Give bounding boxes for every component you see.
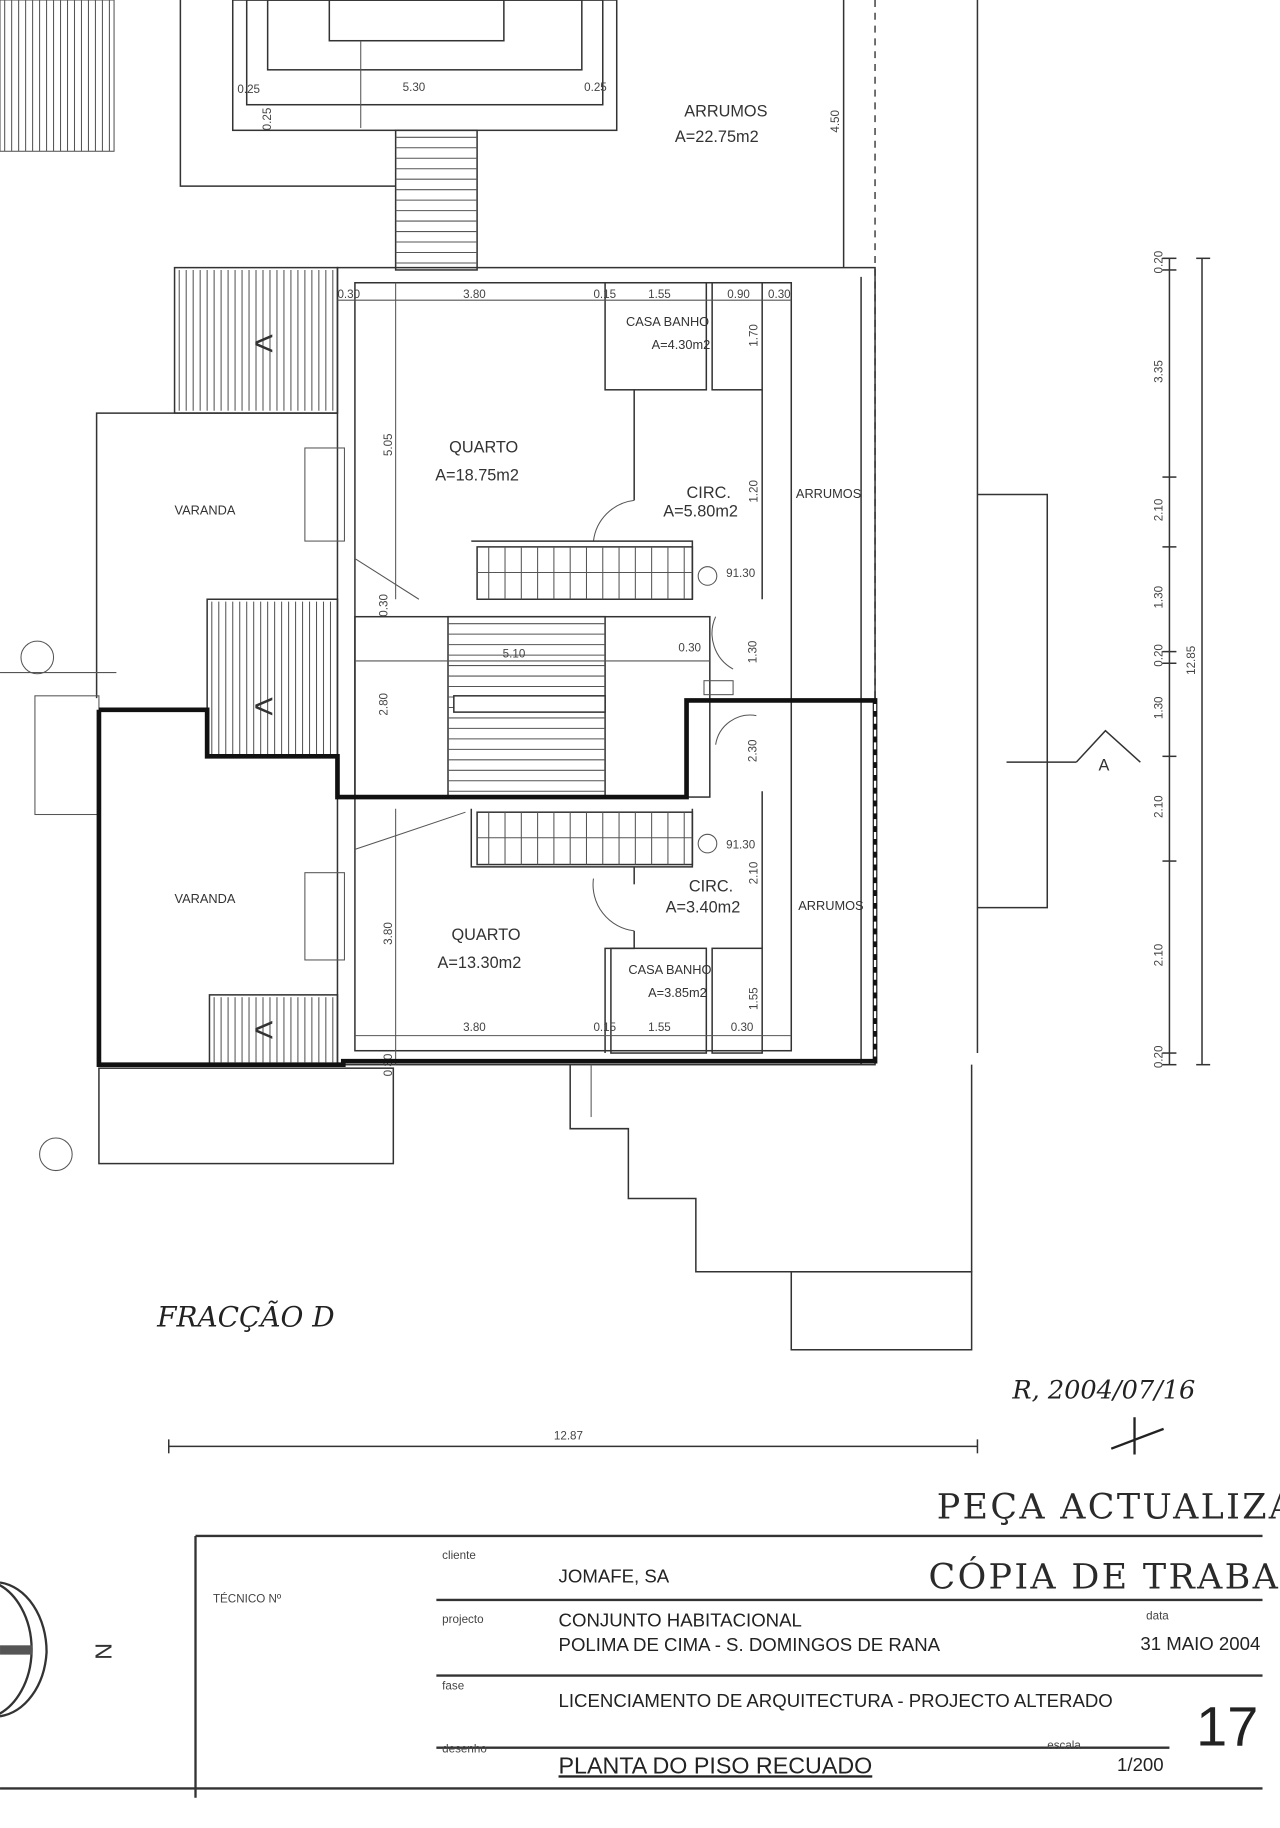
dim-label: 1.30	[746, 640, 759, 663]
sheet-number: 17	[1196, 1694, 1258, 1757]
fase-value: LICENCIAMENTO DE ARQUITECTURA - PROJECTO…	[559, 1690, 1113, 1711]
lower-unit: VARANDA QUARTO A=13.30m2 CIRC. A=3.40m2 …	[175, 791, 864, 1076]
dim-label: 5.30	[403, 81, 426, 94]
signature-mark	[1110, 1417, 1165, 1455]
stair-arrow-icon: <	[254, 687, 274, 726]
room-name: CASA BANHO	[626, 314, 709, 329]
revision-note: R, 2004/07/16	[1011, 1376, 1195, 1406]
section-label: A	[1098, 756, 1109, 774]
vertical-dimension-chain: 0.20 3.35 2.10 1.30 0.20 1.30 2.10 2.10 0.20 12.…	[1152, 250, 1211, 1068]
dim-label: 5.05	[382, 433, 395, 456]
stair-arrow-icon: <	[254, 1010, 274, 1049]
dim-label: 12.87	[554, 1429, 583, 1442]
fase-label: fase	[442, 1680, 464, 1693]
dim-label: 0.15	[593, 1021, 616, 1034]
dim-label: 0.25	[584, 81, 607, 94]
dim-label: 0.15	[593, 288, 616, 301]
section-marker: A	[977, 493, 1141, 909]
dim-label: 2.30	[746, 739, 759, 762]
dim-label: 3.80	[463, 288, 486, 301]
fraction-label: FRACÇÃO D	[156, 1300, 335, 1333]
level-label: 91.30	[726, 838, 756, 851]
room-area: A=22.75m2	[675, 128, 759, 146]
room-name: CIRC.	[689, 877, 733, 895]
dim-label: 0.30	[678, 642, 701, 655]
room-name: VARANDA	[175, 891, 236, 906]
room-area: A=18.75m2	[435, 467, 519, 485]
dim-label: 4.50	[829, 109, 842, 132]
dim-label: 2.10	[1152, 943, 1165, 966]
dim-label: 1.55	[748, 987, 761, 1010]
central-stair: 5.10 2.80 0.30 0.30 1.30 2.30	[354, 594, 759, 798]
dim-label: 2.80	[378, 692, 391, 715]
dim-label: 1.55	[648, 1021, 671, 1034]
room-area: A=13.30m2	[438, 954, 522, 972]
room-name: QUARTO	[449, 439, 518, 457]
dim-label: 0.20	[1152, 644, 1165, 667]
tecnico-label: TÉCNICO Nº	[213, 1592, 282, 1605]
stamp-working-copy: CÓPIA DE TRABALHO	[929, 1555, 1280, 1597]
room-name: QUARTO	[451, 926, 520, 944]
lower-terraces	[98, 1064, 973, 1351]
dim-label: 1.70	[748, 324, 761, 347]
dim-label: 2.10	[1152, 795, 1165, 818]
building-outline: < < <	[0, 266, 876, 1172]
dim-label: 3.80	[382, 922, 395, 945]
level-label: 91.30	[726, 567, 756, 580]
dim-label: 3.35	[1152, 360, 1165, 383]
dim-label: 2.10	[748, 861, 761, 884]
stamp-updated: PEÇA ACTUALIZADA	[937, 1487, 1280, 1527]
dim-label: 2.10	[1152, 498, 1165, 521]
projecto-label: projecto	[442, 1613, 483, 1626]
room-name: ARRUMOS	[796, 486, 861, 501]
data-value: 31 MAIO 2004	[1140, 1633, 1260, 1654]
projecto-line2: POLIMA DE CIMA - S. DOMINGOS DE RANA	[559, 1634, 941, 1655]
dim-label: 0.25	[261, 108, 274, 131]
dim-label: 0.20	[1152, 1045, 1165, 1068]
room-name: ARRUMOS	[798, 898, 863, 913]
stair-arrow-icon: <	[254, 324, 274, 363]
escala-value: 1/200	[1117, 1754, 1164, 1775]
dim-label: 1.30	[1152, 696, 1165, 719]
data-label: data	[1146, 1610, 1169, 1623]
dim-label: 0.25	[237, 83, 260, 96]
dim-label: 1.55	[648, 288, 671, 301]
north-arrow-icon: N	[0, 1581, 116, 1718]
dim-label: 0.20	[1152, 250, 1165, 273]
upper-unit: QUARTO A=18.75m2 CASA BANHO A=4.30m2 CIR…	[175, 281, 861, 601]
room-area: A=3.85m2	[648, 985, 707, 1000]
north-label: N	[90, 1643, 116, 1660]
room-area: A=4.30m2	[652, 337, 711, 352]
fraction-d-boundary	[96, 698, 878, 1068]
dim-label: 0.30	[768, 288, 791, 301]
dim-label: 12.85	[1185, 646, 1198, 675]
room-name: CASA BANHO	[628, 962, 711, 977]
dim-label: 1.20	[748, 480, 761, 503]
dim-label: 3.80	[463, 1021, 486, 1034]
room-name: CIRC.	[687, 484, 731, 502]
top-stair-structure: 0.25 5.30 0.25 0.25	[0, 0, 618, 271]
dim-label: 0.90	[727, 288, 750, 301]
room-area: A=5.80m2	[663, 503, 738, 521]
title-block: TÉCNICO Nº cliente JOMAFE, SA CÓPIA DE T…	[0, 1534, 1280, 1798]
desenho-value: PLANTA DO PISO RECUADO	[559, 1752, 873, 1778]
dim-label: 1.30	[1152, 585, 1165, 608]
horizontal-total-dimension: 12.87	[167, 1429, 979, 1454]
dim-label: 0.30	[731, 1021, 754, 1034]
cliente-label: cliente	[442, 1549, 476, 1562]
cliente-value: JOMAFE, SA	[559, 1565, 670, 1586]
escala-label: escala	[1047, 1739, 1081, 1752]
room-name: VARANDA	[175, 502, 236, 517]
projecto-line1: CONJUNTO HABITACIONAL	[559, 1610, 802, 1631]
room-name: ARRUMOS	[684, 102, 767, 120]
desenho-label: desenho	[442, 1742, 487, 1755]
dim-label: 5.10	[503, 647, 526, 660]
room-area: A=3.40m2	[666, 898, 741, 916]
dim-label: 0.30	[337, 288, 360, 301]
dim-label: 0.30	[378, 594, 391, 617]
